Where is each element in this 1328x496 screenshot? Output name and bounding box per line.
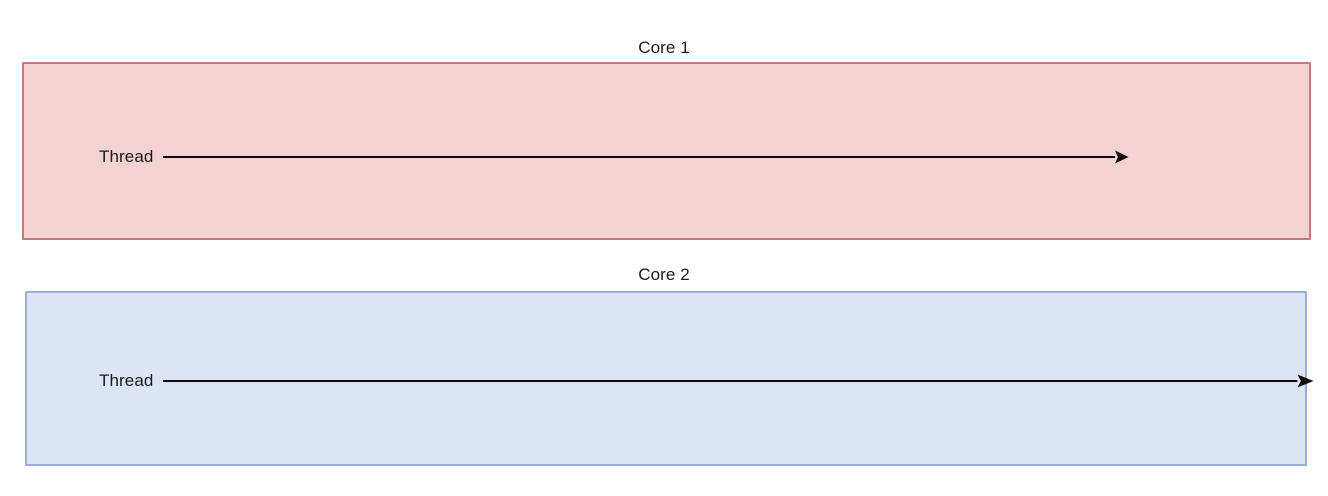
- core-1-thread-row: Thread: [99, 145, 1129, 169]
- core-1-thread-label: Thread: [99, 147, 154, 166]
- core-2-thread-row: Thread: [99, 369, 1314, 393]
- core-2-thread-arrow-icon: [163, 374, 1314, 388]
- core-1-box: Thread: [22, 62, 1311, 240]
- core-2-thread-label: Thread: [99, 371, 154, 390]
- core-2-box: Thread: [25, 291, 1314, 466]
- core-1-thread-arrow-icon: [163, 150, 1129, 164]
- core-2-title: Core 2: [638, 265, 690, 284]
- core-1-title: Core 1: [638, 38, 690, 57]
